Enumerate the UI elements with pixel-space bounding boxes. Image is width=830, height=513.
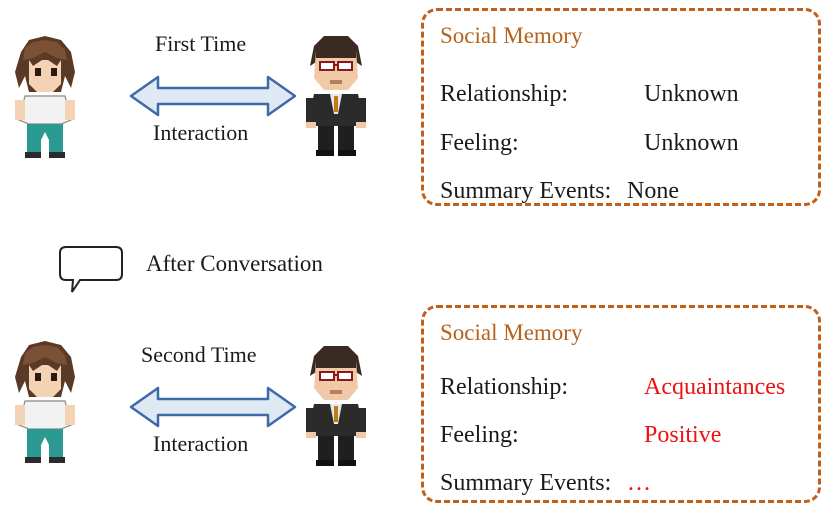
relationship-value: Acquaintances xyxy=(644,374,786,400)
girl-character-icon xyxy=(5,32,85,160)
social-memory-title: Social Memory xyxy=(440,23,583,48)
summary-events-key: Summary Events: xyxy=(440,470,612,496)
social-memory-box-second: Social Memory Relationship: Acquaintance… xyxy=(421,305,821,503)
relationship-key: Relationship: xyxy=(440,374,568,400)
summary-events-value: None xyxy=(627,178,679,204)
speech-bubble-icon xyxy=(58,244,128,307)
interaction-label: Interaction xyxy=(153,120,249,145)
feeling-value: Positive xyxy=(644,422,722,448)
feeling-key: Feeling: xyxy=(440,422,519,448)
relationship-value: Unknown xyxy=(644,81,739,107)
feeling-value: Unknown xyxy=(644,130,739,156)
first-time-label: First Time xyxy=(155,31,247,56)
summary-events-key: Summary Events: xyxy=(440,178,612,204)
social-memory-title: Social Memory xyxy=(440,320,583,345)
man-with-glasses-character-icon xyxy=(296,30,376,158)
relationship-key: Relationship: xyxy=(440,81,568,107)
second-time-label: Second Time xyxy=(141,342,257,367)
interaction-label: Interaction xyxy=(153,431,249,456)
after-conversation-label: After Conversation xyxy=(146,251,323,276)
summary-events-value: … xyxy=(627,470,651,496)
girl-character-icon xyxy=(5,337,85,465)
feeling-key: Feeling: xyxy=(440,130,519,156)
double-arrow-icon xyxy=(128,385,298,434)
man-with-glasses-character-icon xyxy=(296,340,376,468)
social-memory-box-first: Social Memory Relationship: Unknown Feel… xyxy=(421,8,821,206)
double-arrow-icon xyxy=(128,74,298,123)
